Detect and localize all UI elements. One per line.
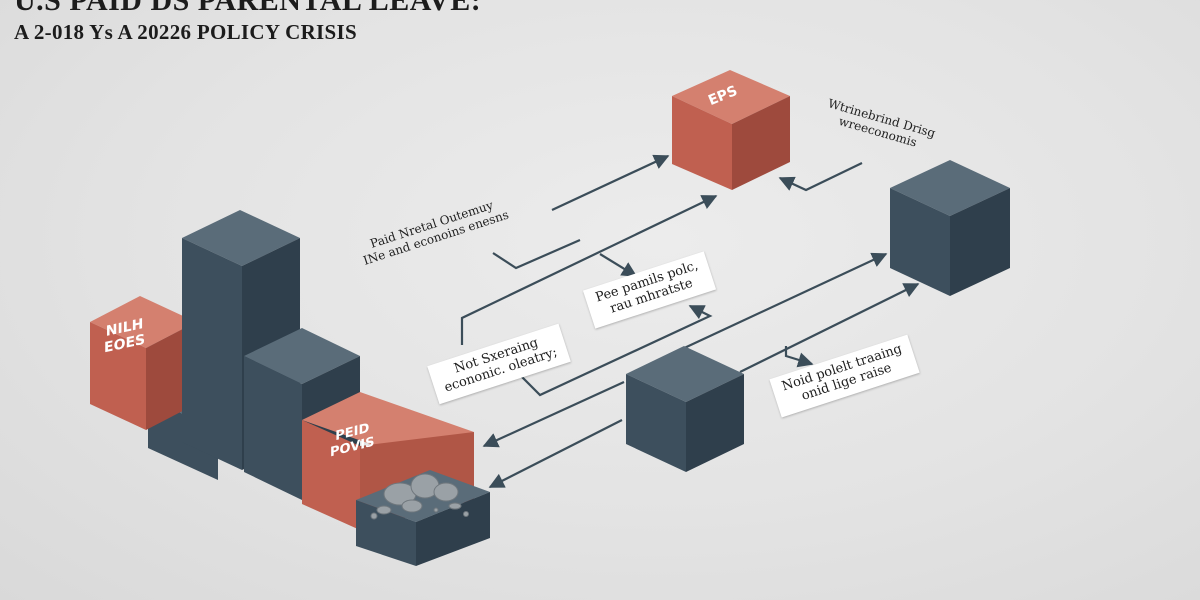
line-label-to-card-mid <box>492 238 581 270</box>
tower-top <box>182 210 300 266</box>
top-red-cube <box>672 70 790 190</box>
arrow-center-to-right-cube <box>679 252 888 351</box>
arrow-to-card-mid <box>599 253 638 277</box>
arrow-bottom-to-center-cube <box>488 419 623 488</box>
right-slate-cube <box>890 160 1010 296</box>
arrow-lower-left-cube <box>482 380 625 448</box>
red-left-front <box>90 322 146 430</box>
arrow-top-cube-to-right <box>778 162 863 192</box>
center-slate-cube <box>626 346 744 472</box>
diagram-title: U.S PAID DS PARENTAL LEAVE: A 2-018 Ys A… <box>14 0 481 43</box>
line-card-left-to-mid <box>511 305 713 397</box>
mid-block-front <box>244 356 302 500</box>
arrow-to-card-right <box>784 346 814 368</box>
debris-pile <box>370 473 469 520</box>
arrow-center-to-right-cube-2 <box>739 283 920 373</box>
left-block-group <box>90 210 490 566</box>
tower-front <box>182 238 242 470</box>
title-line-2: A 2-018 Ys A 20226 POLICY CRISIS <box>14 20 357 44</box>
connector-lines <box>460 154 920 488</box>
line-center-to-card-left <box>460 195 718 345</box>
title-line-1: U.S PAID DS PARENTAL LEAVE: <box>14 0 482 17</box>
red-front-face <box>302 420 360 530</box>
red-left-top <box>90 296 196 348</box>
slab-side <box>416 492 490 566</box>
arrow-to-top-cube <box>551 154 670 211</box>
